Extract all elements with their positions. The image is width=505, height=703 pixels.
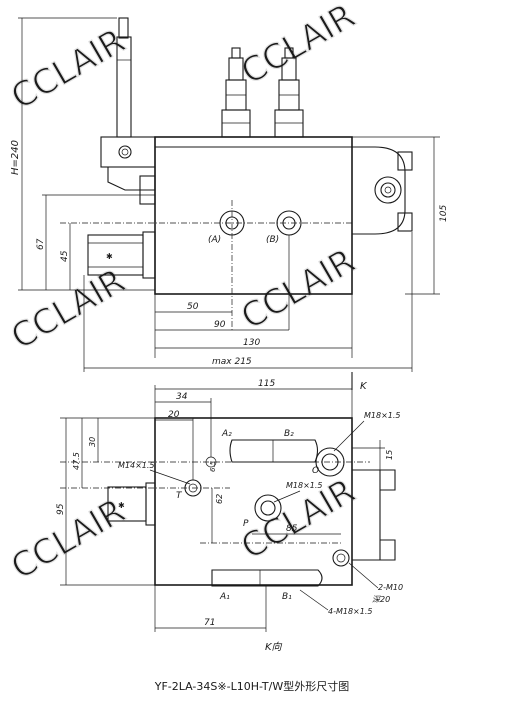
note-4m18: 4-M18×1.5 xyxy=(328,607,372,616)
handle-bracket xyxy=(100,136,156,168)
thread-p: M18×1.5 xyxy=(286,481,323,490)
dim-47-5: 47.5 xyxy=(72,452,81,470)
watermark-text: CCLAIR xyxy=(235,0,362,93)
thread-o: M18×1.5 xyxy=(364,411,401,420)
label-a1: A₁ xyxy=(219,592,230,602)
dim-67: 67 xyxy=(36,238,46,250)
valve-block-front xyxy=(154,136,353,295)
dim-max: max 215 xyxy=(212,357,252,367)
svg-text:✱: ✱ xyxy=(118,501,125,510)
thread-t: M14×1.5 xyxy=(118,461,155,470)
dim-34: 34 xyxy=(176,392,188,402)
dim-71: 71 xyxy=(204,618,215,628)
dim-105: 105 xyxy=(439,205,449,222)
dim-115: 115 xyxy=(258,379,275,389)
port-b-label: (B) xyxy=(266,235,279,245)
label-o: O xyxy=(312,466,319,476)
note-m10: 2-M10 xyxy=(378,583,403,592)
dim-90: 90 xyxy=(214,320,226,330)
dim-62: 62 xyxy=(215,494,224,504)
cavity-top xyxy=(229,439,319,463)
watermark-text: CCLAIR xyxy=(5,21,132,118)
front-view: ✱ (A) (B) xyxy=(10,17,449,372)
k-direction: K向 xyxy=(265,641,283,653)
watermark-text: CCLAIR xyxy=(5,491,132,588)
cavity-bottom xyxy=(211,569,323,587)
mount-hole-circle xyxy=(332,549,350,567)
top-fitting-a xyxy=(221,47,251,138)
fitting-mark: ✱ xyxy=(106,252,113,261)
label-b1: B₁ xyxy=(282,592,292,602)
dim-20: 20 xyxy=(168,410,180,420)
dim-height: H=240 xyxy=(10,140,21,175)
label-b2: B₂ xyxy=(284,429,294,439)
label-t: T xyxy=(176,491,183,501)
dim-6-5: 6.5 xyxy=(209,460,217,472)
dim-15: 15 xyxy=(385,450,394,460)
dim-45: 45 xyxy=(60,250,70,262)
drawing-caption: YF-2LA-34S※-L10H-T/W型外形尺寸图 xyxy=(154,679,349,693)
dim-130: 130 xyxy=(243,338,260,348)
top-fitting-b xyxy=(274,47,304,138)
dim-30: 30 xyxy=(88,437,97,447)
port-p-circle xyxy=(254,494,282,522)
port-a-label: (A) xyxy=(208,235,221,245)
k-mark: K xyxy=(360,381,368,392)
top-view: ✱ A₂ B₂ A₁ B₁ T P O xyxy=(56,372,403,653)
label-a2: A₂ xyxy=(221,429,232,439)
dim-85: 85 xyxy=(286,524,298,534)
dim-50: 50 xyxy=(187,302,199,312)
dim-95: 95 xyxy=(56,503,66,515)
right-side-fitting xyxy=(352,146,406,235)
label-p: P xyxy=(243,519,249,529)
watermark-text: CCLAIR xyxy=(5,261,132,358)
note-depth: 深20 xyxy=(372,595,390,604)
watermark-text: CCLAIR xyxy=(235,241,362,338)
